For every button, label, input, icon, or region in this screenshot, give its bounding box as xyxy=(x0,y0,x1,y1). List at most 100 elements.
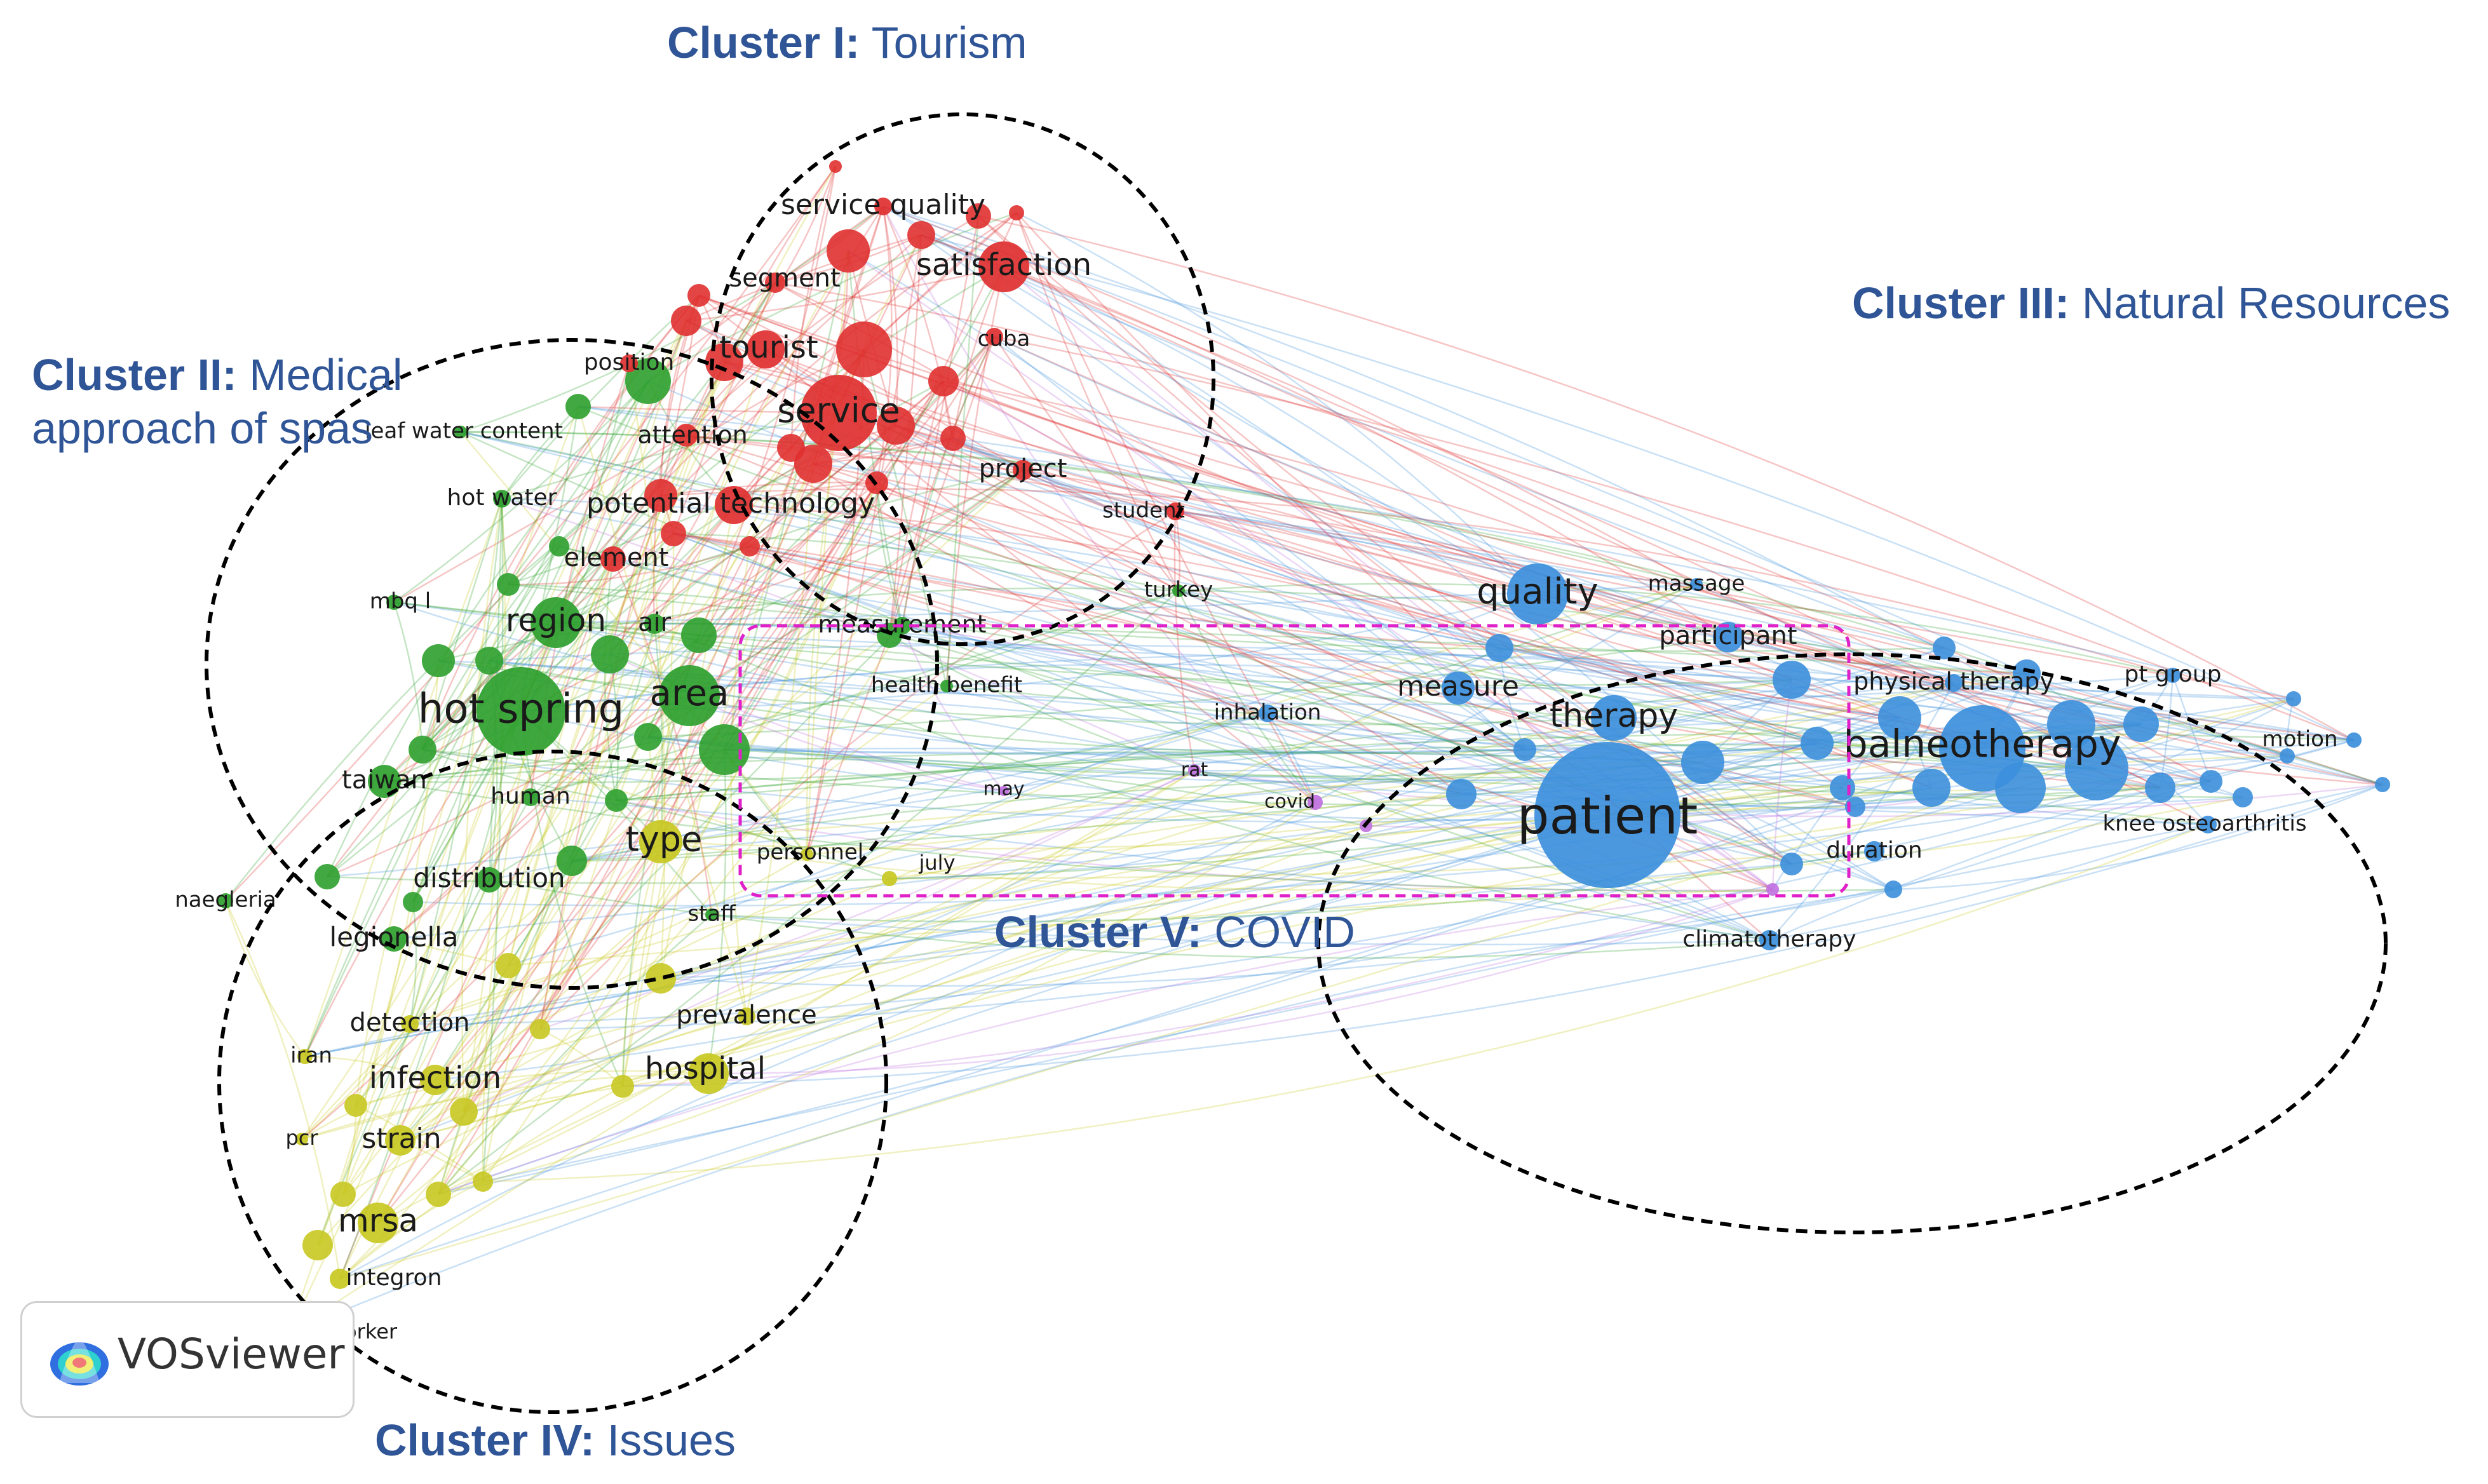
link-edge xyxy=(806,336,996,855)
term-node xyxy=(1485,634,1513,662)
cluster-i-label: Cluster I: xyxy=(667,18,860,67)
link-edge xyxy=(539,510,1176,1030)
term-label-air: air xyxy=(638,608,672,637)
term-label-pt-group: pt group xyxy=(2125,661,2222,687)
link-edge xyxy=(1524,682,1954,751)
link-edge xyxy=(327,234,922,877)
link-edge xyxy=(520,710,2021,821)
link-edge xyxy=(482,498,504,1182)
term-label-distribution: distribution xyxy=(413,863,565,894)
term-node-may xyxy=(999,786,1009,796)
link-edge xyxy=(460,431,1697,586)
term-label-iran: iran xyxy=(290,1043,332,1069)
term-node-element xyxy=(600,546,626,572)
link-edge xyxy=(993,336,1179,591)
link-edge xyxy=(489,717,1900,881)
term-node-taiwan xyxy=(368,765,401,798)
term-label-staff: staff xyxy=(687,901,736,927)
term-node-region xyxy=(531,597,581,648)
link-edge xyxy=(609,447,792,655)
term-node-service xyxy=(801,375,877,451)
link-edge xyxy=(882,205,1792,865)
link-edge xyxy=(304,381,649,1057)
term-node-balneotherapy xyxy=(1939,705,2025,792)
cluster-iv-label: Cluster IV: xyxy=(375,1415,595,1465)
link-edge xyxy=(520,711,624,1087)
link-edge xyxy=(616,743,1983,802)
link-edge xyxy=(384,678,1792,784)
link-edge xyxy=(355,412,840,1106)
link-edge xyxy=(882,205,2072,725)
term-node xyxy=(2065,737,2128,800)
link-edge xyxy=(689,694,1004,792)
term-node-mbq-l xyxy=(386,595,402,610)
term-node xyxy=(1513,738,1536,761)
link-edge xyxy=(304,1055,436,1081)
link-edge xyxy=(660,482,877,497)
link-edge xyxy=(889,850,1875,880)
link-edge xyxy=(501,412,839,500)
term-node-quality xyxy=(1507,563,1568,624)
term-node-air xyxy=(644,614,665,634)
cluster-ii-label: Cluster II: xyxy=(32,350,237,400)
link-edge xyxy=(673,532,1856,808)
link-edge xyxy=(304,647,1945,1058)
link-edge xyxy=(463,1072,709,1113)
link-edge xyxy=(2172,675,2212,782)
link-edge xyxy=(1702,761,1894,891)
term-node xyxy=(403,892,423,912)
link-edge xyxy=(616,583,1697,802)
link-edge xyxy=(422,558,614,751)
term-label-attention: attention xyxy=(637,421,747,449)
link-edge xyxy=(813,462,1462,795)
term-node-hot-spring xyxy=(477,667,565,756)
term-node-service-quality xyxy=(874,198,892,215)
link-edge xyxy=(489,545,750,662)
cluster-i-name: Tourism xyxy=(871,18,1027,67)
cluster-ii-boundary xyxy=(205,338,939,990)
term-node xyxy=(591,635,629,673)
link-edge xyxy=(400,647,1500,1142)
cluster-title-iv: Cluster IV: Issues xyxy=(375,1413,736,1467)
link-edge xyxy=(901,215,980,626)
term-node xyxy=(330,1182,356,1207)
link-edge xyxy=(384,757,1367,827)
link-edge xyxy=(224,900,306,1057)
term-node xyxy=(777,434,805,462)
vosviewer-brand-text: VOSviewer xyxy=(118,1330,345,1379)
term-label-covid: covid xyxy=(1264,791,1315,813)
term-label-massage: massage xyxy=(1648,571,1745,597)
link-edge xyxy=(438,888,1773,1196)
term-label-infection: infection xyxy=(369,1060,502,1096)
link-edge xyxy=(943,380,2161,789)
term-node xyxy=(1884,880,1902,898)
term-node-student xyxy=(1166,503,1184,520)
link-edge xyxy=(460,431,2027,675)
term-node xyxy=(2280,748,2295,764)
link-edge xyxy=(1537,593,2294,700)
link-edge xyxy=(482,823,2208,1183)
term-label-motion: motion xyxy=(2262,727,2337,752)
cluster-title-ii: Cluster II: Medical approach of spas xyxy=(32,348,403,455)
term-node xyxy=(1933,637,1956,659)
link-edge xyxy=(621,841,662,1087)
link-edge xyxy=(882,206,1316,803)
link-edge xyxy=(698,166,837,636)
term-node xyxy=(409,736,436,764)
term-node xyxy=(644,479,677,512)
link-edge xyxy=(400,678,1792,1142)
link-edge xyxy=(685,166,837,436)
term-label-mrsa: mrsa xyxy=(338,1203,418,1239)
link-edge xyxy=(686,320,2355,741)
term-node xyxy=(2145,772,2175,803)
term-label-personnel: personnel xyxy=(757,840,863,865)
link-edge xyxy=(558,348,865,547)
link-edge xyxy=(393,601,1462,795)
link-edge xyxy=(421,295,700,750)
link-edge xyxy=(489,659,2174,706)
link-edge xyxy=(1194,769,2383,818)
term-node-july xyxy=(882,871,897,886)
link-edge xyxy=(400,625,903,1141)
term-node xyxy=(687,284,710,307)
link-edge xyxy=(342,533,675,1195)
